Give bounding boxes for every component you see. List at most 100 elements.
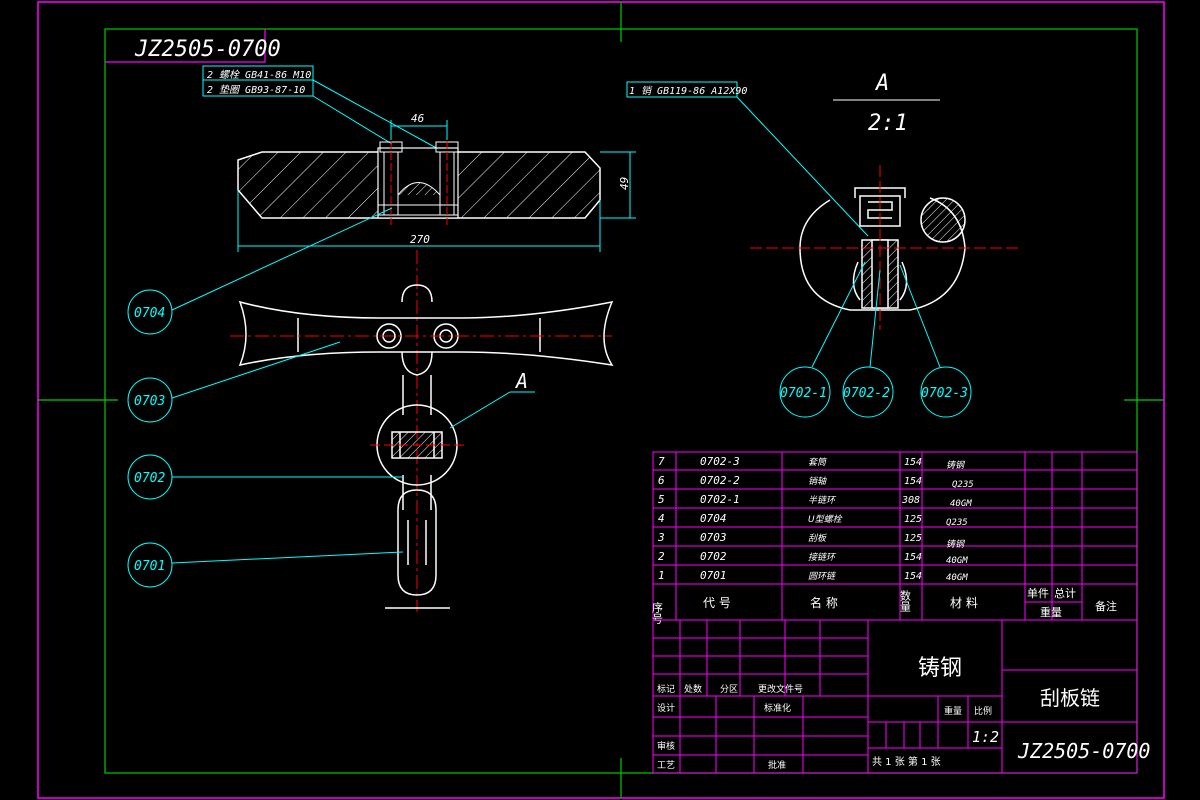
bom-row-material: 铸钢 (946, 460, 966, 471)
bom-table (652, 451, 1138, 621)
detail-a-marker (449, 391, 535, 429)
title-label-zone: 分区 (720, 684, 738, 695)
bom-header-name: 名 称 (810, 595, 838, 610)
sheet-outer-frame (37, 1, 1165, 799)
bom-row-name: U型螺栓 (808, 514, 843, 525)
bom-row-name: 圆环链 (808, 571, 837, 582)
bom-row-material: Q235 (952, 480, 974, 490)
bom-header-no: 序号 (651, 601, 664, 625)
balloon-0702-2: 0702-2 (842, 269, 894, 418)
bom-row-name: 刮板 (808, 533, 828, 544)
title-label-weight: 重量 (944, 705, 962, 717)
dimension-49-text: 49 (618, 177, 631, 190)
title-label-mark: 标记 (657, 683, 675, 695)
callout-pin: 1 销 GB119-86 A12X90 (626, 81, 869, 237)
title-part-name: 刮板链 (1040, 686, 1100, 710)
bom-row-qty: 154 (904, 457, 922, 468)
bom-row-material: 40GM (946, 556, 968, 566)
bom-row-no: 5 (658, 493, 665, 506)
drawing-code-text: JZ2505-0700 (134, 37, 281, 62)
title-label-count: 处数 (684, 683, 702, 695)
title-scale: 1:2 (972, 728, 999, 746)
bom-row-code: 0702-3 (700, 455, 740, 468)
balloon-0703-text: 0703 (134, 394, 165, 409)
drawing-code-box: JZ2505-0700 (105, 29, 281, 63)
dimension-46 (390, 120, 448, 140)
balloon-0703: 0703 (127, 341, 341, 423)
view-a-scale: 2:1 (868, 111, 908, 136)
bom-row-material: 40GM (950, 499, 972, 509)
bom-row-name: 接链环 (808, 552, 837, 563)
bom-row-qty: 308 (901, 495, 920, 506)
callout-bolt-text: 2 螺栓 GB41-86 M10 (207, 69, 311, 81)
bom-row-no: 1 (658, 569, 665, 582)
bom-header-weight: 重量 (1040, 605, 1062, 619)
detail-view-centerlines (750, 165, 1020, 330)
callout-bolts: 2 螺栓 GB41-86 M10 2 垫圈 GB93-87-10 (202, 65, 441, 151)
dimension-270 (237, 190, 601, 252)
sheet-inner-frame (104, 28, 1138, 774)
view-a-letter: A (874, 71, 889, 96)
bom-row-qty: 154 (904, 552, 922, 563)
balloon-0702-1-text: 0702-1 (780, 386, 827, 401)
title-label-process: 工艺 (657, 760, 675, 771)
balloon-0701: 0701 (127, 542, 404, 588)
balloon-0702-1: 0702-1 (779, 261, 866, 418)
view-a-label: A 2:1 (833, 71, 940, 136)
title-label-design: 设计 (657, 702, 675, 714)
balloon-0702: 0702 (127, 454, 403, 500)
bom-row-code: 0701 (700, 569, 727, 582)
bom-row-no: 7 (658, 455, 665, 468)
bom-row-code: 0703 (700, 531, 727, 544)
bom-header-remark: 备注 (1095, 599, 1117, 613)
bom-row-name: 销轴 (808, 476, 827, 487)
bom-row-qty: 154 (904, 476, 922, 487)
bom-row-name: 半链环 (808, 495, 837, 506)
detail-view-a (799, 187, 966, 311)
bom-header: 序号 代 号 名 称 数量 材 料 单件 总计 重量 备注 (651, 586, 1118, 625)
balloon-0702-3: 0702-3 (899, 264, 972, 418)
title-block (652, 619, 1138, 774)
bom-row-qty: 125 (904, 514, 922, 525)
bom-row-no: 6 (658, 474, 665, 487)
detail-a-letter: A (514, 369, 528, 393)
title-label-review: 审核 (657, 740, 675, 752)
dimension-46-text: 46 (411, 112, 425, 125)
bom-row-material: 40GM (946, 573, 968, 583)
bom-row-no: 2 (658, 550, 665, 563)
bom-header-total: 总计 (1054, 586, 1076, 600)
bom-header-code: 代 号 (703, 596, 731, 610)
dimension-49 (600, 151, 636, 219)
bom-row-no: 3 (657, 531, 665, 544)
balloon-0704: 0704 (127, 207, 393, 335)
bom-row-qty: 125 (904, 533, 922, 544)
scraper-plate-section (237, 130, 601, 225)
callout-pin-text: 1 销 GB119-86 A12X90 (629, 85, 747, 97)
title-drawing-no: JZ2505-0700 (1017, 739, 1150, 763)
callout-washer-text: 2 垫圈 GB93-87-10 (207, 84, 305, 96)
balloon-0701-text: 0701 (134, 559, 165, 574)
bom-row-code: 0702-2 (700, 474, 740, 487)
bom-row-name: 套筒 (808, 457, 828, 468)
balloon-0702-2-text: 0702-2 (843, 386, 890, 401)
title-material: 铸钢 (918, 656, 962, 681)
title-label-approve: 批准 (768, 759, 786, 771)
bom-row-qty: 154 (904, 571, 922, 582)
bom-header-material: 材 料 (950, 596, 978, 610)
scraper-front-view (238, 284, 614, 376)
balloon-0702-text: 0702 (134, 471, 165, 486)
title-label-standardize: 标准化 (764, 702, 791, 714)
bom-row-code: 0704 (700, 512, 727, 525)
bom-row-code: 0702 (700, 550, 727, 563)
title-label-ratio: 比例 (974, 705, 992, 717)
bom-header-qty: 数量 (899, 590, 912, 612)
bom-row-code: 0702-1 (700, 493, 740, 506)
bom-row-material: Q235 (946, 518, 968, 528)
bom-rows: 7 0702-3 套筒 154 铸钢 6 0702-2 销轴 154 Q235 … (657, 455, 974, 583)
centering-marks (38, 2, 1164, 798)
dimension-270-text: 270 (410, 233, 430, 246)
bom-header-unit: 单件 (1027, 587, 1049, 600)
bom-row-no: 4 (658, 512, 665, 525)
title-block-text: 铸钢 刮板链 JZ2505-0700 1:2 标记 处数 分区 更改文件号 设计… (657, 656, 1150, 771)
